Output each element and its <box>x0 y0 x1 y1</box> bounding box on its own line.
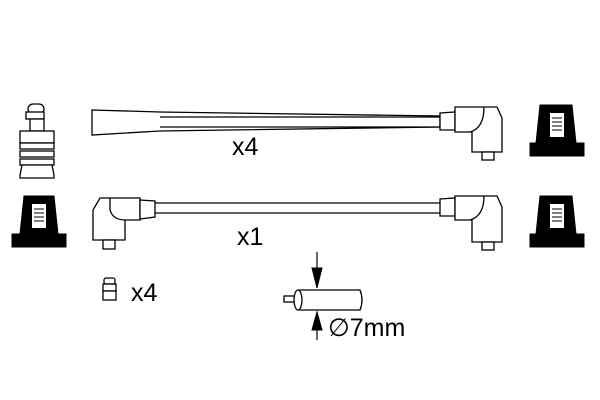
angled-connector-top-right <box>439 106 503 161</box>
spark-plug-terminal <box>19 103 55 179</box>
suppressor-connector <box>102 277 117 301</box>
ignition-cable-top <box>160 116 440 128</box>
suppressor-qty-label: x4 <box>131 279 158 307</box>
angled-connector-bottom-right <box>439 195 503 251</box>
straight-plug-boot <box>91 109 441 136</box>
angled-connector-bottom-left <box>92 197 156 250</box>
diameter-dimension-arrows <box>311 252 323 340</box>
ignition-leads-qty-label: x4 <box>232 133 259 161</box>
cable-diameter-label: ∅7mm <box>328 314 405 342</box>
distributor-cap-bottom-right <box>529 195 585 248</box>
coil-lead-qty-label: x1 <box>237 223 263 251</box>
cable-cross-section <box>283 289 363 311</box>
coil-cable-bottom <box>155 202 440 214</box>
distributor-cap-top-right <box>529 104 585 157</box>
distributor-cap-bottom-left <box>11 195 67 248</box>
